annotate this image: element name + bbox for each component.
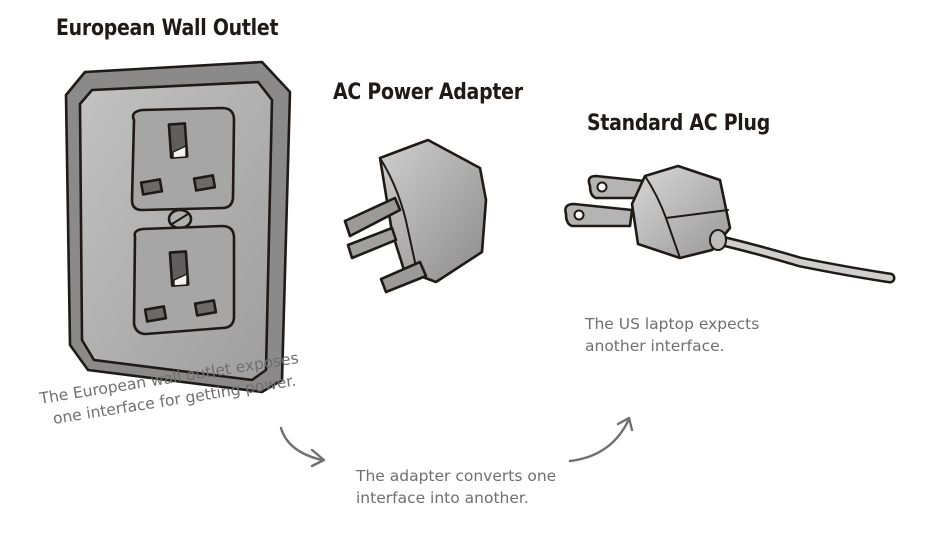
outlet-heading: European Wall Outlet	[56, 16, 279, 41]
plug-annotation-line-1: The US laptop expects	[585, 315, 760, 333]
adapter-annotation-line-1: The adapter converts one	[356, 467, 557, 485]
arrow-outlet-to-adapter-icon	[279, 426, 326, 468]
european-wall-outlet-illustration	[64, 60, 292, 394]
adapter-prong-middle	[346, 226, 398, 260]
plug-annotation-line-2: another interface.	[585, 337, 725, 355]
standard-ac-plug-illustration	[564, 164, 896, 284]
plug-annotation: The US laptop expects another interface.	[585, 313, 759, 357]
plug-head	[630, 164, 732, 260]
adapter-heading: AC Power Adapter	[333, 80, 523, 105]
adapter-body	[378, 138, 488, 284]
adapter-annotation-line-2: interface into another.	[356, 489, 529, 507]
live-slot-top-icon	[139, 178, 164, 196]
adapter-annotation: The adapter converts one interface into …	[356, 465, 556, 509]
neutral-slot-bottom-icon	[193, 299, 218, 317]
arrow-adapter-to-plug-icon	[568, 416, 634, 463]
ac-power-adapter-illustration	[343, 138, 488, 294]
adapter-prong-bottom	[379, 260, 428, 294]
plug-prong-bottom	[564, 202, 634, 228]
neutral-slot-top-icon	[192, 174, 217, 192]
plug-heading: Standard AC Plug	[587, 111, 771, 136]
live-slot-bottom-icon	[143, 305, 168, 323]
